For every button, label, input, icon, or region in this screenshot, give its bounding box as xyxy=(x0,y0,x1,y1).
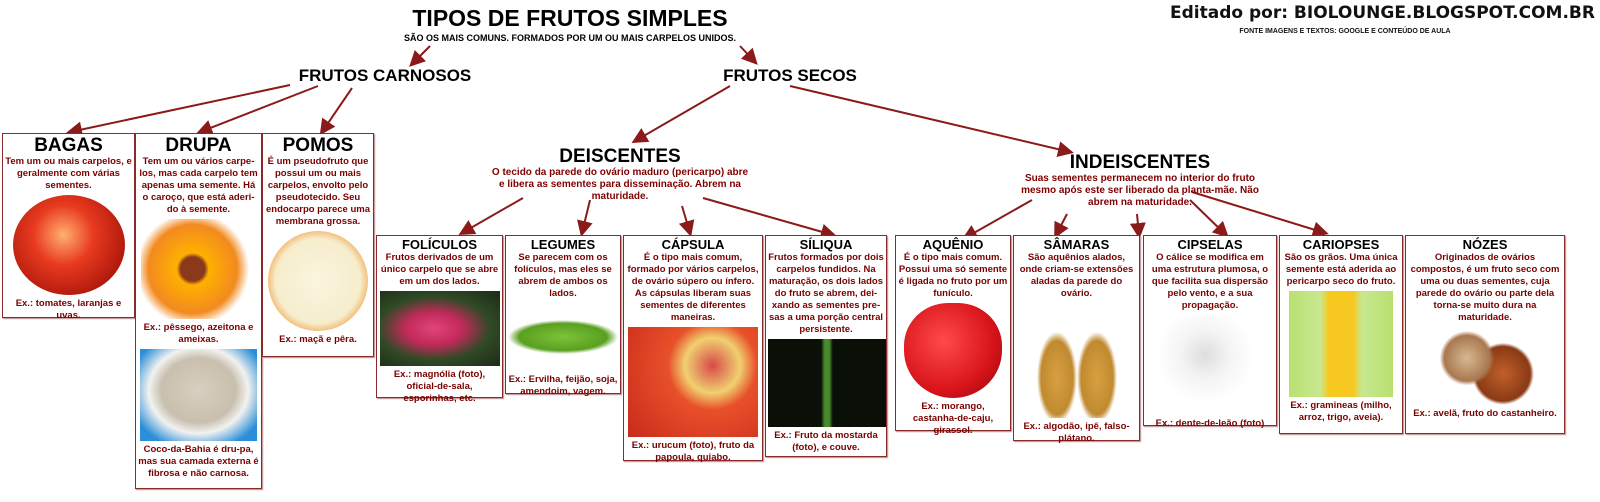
card-note: Coco-da-Bahia é dru-pa, mas sua camada e… xyxy=(138,444,259,479)
corn-image xyxy=(1289,291,1393,397)
card-example: Ex.: pêssego, azeitona e ameixas. xyxy=(143,322,254,345)
card-desc: É o tipo mais comum. Possui uma só semen… xyxy=(898,252,1008,299)
card-example: Ex.: urucum (foto), fruto da papoula, qu… xyxy=(631,440,755,463)
card-drupa: DRUPA Tem um ou vários carpe-los, mas ca… xyxy=(135,133,262,489)
card-example: Ex.: algodão, ipê, falso-plátano. xyxy=(1023,421,1130,444)
card-example: Ex.: tomates, laranjas e uvas. xyxy=(15,298,122,321)
arrow xyxy=(66,84,291,138)
peas-image xyxy=(508,303,618,371)
card-legumes: LEGUMES Se parecem com os folículos, mas… xyxy=(505,235,621,397)
card-example: Ex.: morango, castanha-de-caju, girassol… xyxy=(912,401,994,436)
card-example: Ex.: Ervilha, feijão, soja, amendoim, va… xyxy=(508,374,618,397)
strawberry-image xyxy=(904,303,1002,398)
arrow xyxy=(196,85,319,136)
card-desc: Frutos derivados de um único carpelo que… xyxy=(380,252,499,287)
page-subtitle: SÃO OS MAIS COMUNS. FORMADOS POR UM OU M… xyxy=(403,33,736,43)
card-aquenio: AQUÊNIO É o tipo mais comum. Possui uma … xyxy=(895,235,1011,436)
card-desc: Tem um ou mais carpelos, e geralmente co… xyxy=(5,156,132,191)
indeiscentes-title: INDEISCENTES xyxy=(1069,152,1211,173)
card-foliculos: FOLÍCULOS Frutos derivados de um único c… xyxy=(376,235,503,404)
arrow xyxy=(961,199,1033,240)
card-desc: É um pseudofruto que possui um ou mais c… xyxy=(265,156,370,227)
arrow xyxy=(1054,213,1069,239)
card-capsula: CÁPSULA É o tipo mais comum, formado por… xyxy=(623,235,763,463)
card-title: DRUPA xyxy=(165,135,232,156)
mustard-image xyxy=(768,339,886,427)
arrow xyxy=(739,45,758,65)
heading-frutos-carnosos: FRUTOS CARNOSOS xyxy=(298,66,472,85)
arrow xyxy=(631,85,731,144)
card-pomos: POMOS É um pseudofruto que possui um ou … xyxy=(262,133,374,357)
card-title: BAGAS xyxy=(34,135,103,156)
arrow xyxy=(1129,213,1146,239)
arrow xyxy=(789,85,1074,158)
card-example: Ex.: magnólia (foto), oficial-de-sala, e… xyxy=(393,369,486,404)
card-samaras: SÂMARAS São aquênios alados, onde criam-… xyxy=(1013,235,1140,444)
urucum-image xyxy=(628,327,758,437)
apple-image xyxy=(268,231,368,331)
page-title: TIPOS DE FRUTOS SIMPLES xyxy=(412,5,728,31)
peach-image xyxy=(141,219,256,319)
source-note: FONTE IMAGENS E TEXTOS: GOOGLE E CONTEÚD… xyxy=(1239,28,1451,35)
card-title: AQUÊNIO xyxy=(922,237,984,252)
card-desc: São os grãos. Uma única semente está ade… xyxy=(1284,252,1398,287)
arrow xyxy=(702,197,837,240)
tomato-image xyxy=(12,195,125,295)
credit: Editado por: BIOLOUNGE.BLOGSPOT.COM.BR xyxy=(1170,3,1595,23)
card-bagas: BAGAS Tem um ou mais carpelos, e geralme… xyxy=(2,133,135,321)
card-desc: Frutos formados por dois carpelos fundid… xyxy=(768,252,884,335)
card-title: LEGUMES xyxy=(530,237,596,252)
arrow xyxy=(1191,191,1329,238)
card-title: CIPSELAS xyxy=(1177,237,1243,252)
card-desc: Originados de ovários compostos, é um fr… xyxy=(1410,252,1560,323)
card-example: Ex.: Fruto da mostarda (foto), e couve. xyxy=(774,430,878,453)
card-title: POMOS xyxy=(282,135,354,156)
arrow xyxy=(678,205,695,237)
card-cariopses: CARIOPSES São os grãos. Uma única sement… xyxy=(1279,235,1403,434)
card-example: Ex.: avelã, fruto do castanheiro. xyxy=(1413,408,1557,419)
card-nozes: NÓZES Originados de ovários compostos, é… xyxy=(1405,235,1565,434)
samara-image xyxy=(1026,303,1127,418)
arrow xyxy=(1189,199,1229,238)
card-title: NÓZES xyxy=(1462,237,1508,252)
arrow xyxy=(577,199,593,237)
card-title: FOLÍCULOS xyxy=(401,237,478,252)
card-siliqua: SÍLIQUA Frutos formados por dois carpelo… xyxy=(765,235,887,457)
card-desc: É o tipo mais comum, formado por vários … xyxy=(627,252,759,323)
indeiscentes-desc: Suas sementes permanecem no interior do … xyxy=(1021,173,1259,208)
hazelnut-image xyxy=(1425,327,1545,405)
dandelion-image xyxy=(1160,315,1260,415)
group-deiscentes: DEISCENTES O tecido da parede do ovário … xyxy=(490,146,750,203)
card-title: CARIOPSES xyxy=(1302,237,1380,252)
card-example: Ex.: dente-de-leão (foto) xyxy=(1155,418,1265,429)
card-title: SÂMARAS xyxy=(1043,237,1110,252)
deiscentes-title: DEISCENTES xyxy=(559,146,681,167)
card-example: Ex.: maçã e pêra. xyxy=(279,334,357,345)
group-indeiscentes: INDEISCENTES Suas sementes permanecem no… xyxy=(1015,152,1265,209)
card-title: SÍLIQUA xyxy=(799,237,853,252)
card-example: Ex.: gramineas (milho, arroz, trigo, ave… xyxy=(1290,400,1392,423)
deiscentes-desc: O tecido da parede do ovário maduro (per… xyxy=(491,167,749,202)
card-desc: Tem um ou vários carpe-los, mas cada car… xyxy=(139,156,258,215)
card-desc: O cálice se modifica em uma estrutura pl… xyxy=(1151,252,1269,311)
card-desc: São aquênios alados, onde criam-se exten… xyxy=(1019,252,1134,299)
card-desc: Se parecem com os folículos, mas eles se… xyxy=(514,252,612,299)
arrow xyxy=(458,197,524,235)
heading-frutos-secos: FRUTOS SECOS xyxy=(723,66,857,85)
card-cipselas: CIPSELAS O cálice se modifica em uma est… xyxy=(1143,235,1277,429)
card-title: CÁPSULA xyxy=(661,237,725,252)
coconut-image xyxy=(140,349,257,441)
arrow xyxy=(409,45,431,67)
magnolia-image xyxy=(379,291,500,366)
arrow xyxy=(319,87,353,136)
